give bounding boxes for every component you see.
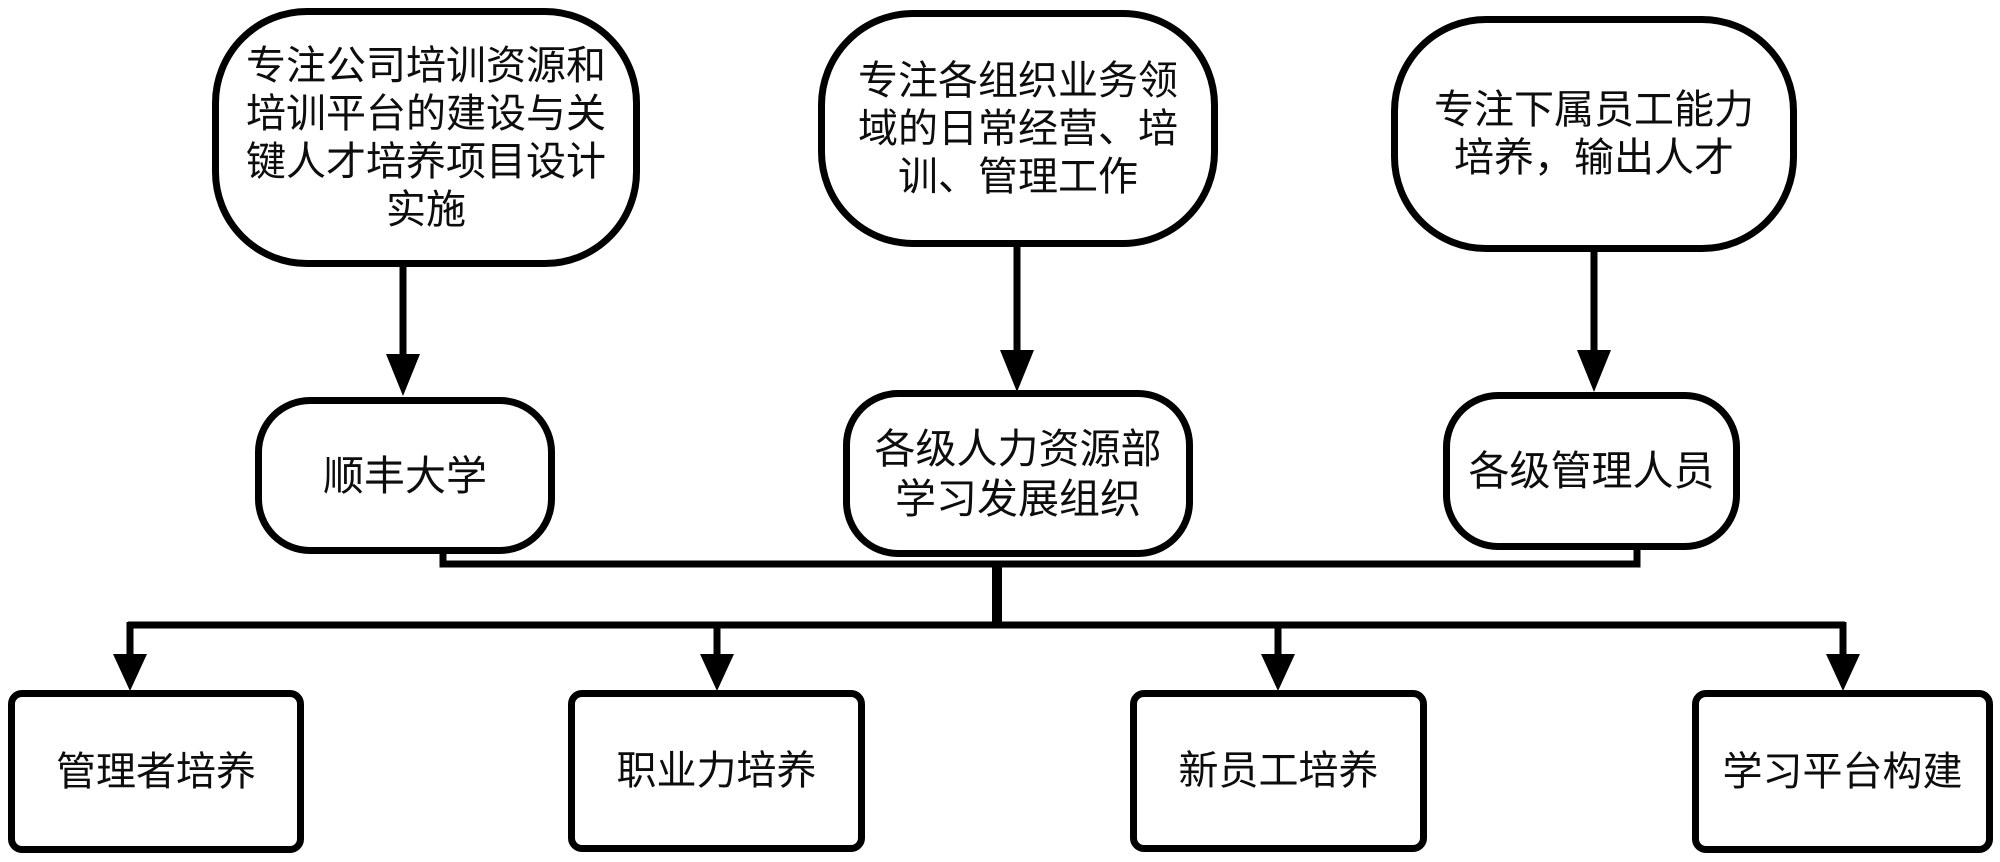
node-label: 专注公司培训资源和 培训平台的建设与关 键人才培养项目设计 实施 bbox=[246, 43, 606, 232]
node-label: 职业力培养 bbox=[616, 749, 817, 793]
node-role-sf-university: 专注公司培训资源和 培训平台的建设与关 键人才培养项目设计 实施 bbox=[212, 8, 640, 267]
arrowhead-down-icon bbox=[1261, 654, 1295, 691]
node-label: 各级管理人员 bbox=[1468, 448, 1715, 494]
node-hr-learning-development: 各级人力资源部 学习发展组织 bbox=[843, 390, 1193, 557]
arrowhead-down-icon bbox=[386, 354, 420, 396]
connector-middle-bus bbox=[439, 548, 1641, 628]
node-role-managers: 专注下属员工能力 培养，输出人才 bbox=[1391, 16, 1797, 252]
node-label: 管理者培养 bbox=[56, 749, 256, 794]
connector-bus-b3 bbox=[1261, 622, 1295, 691]
connector-bus-b4 bbox=[1826, 622, 1860, 691]
connector-bus-b1 bbox=[113, 622, 147, 691]
arrowhead-down-icon bbox=[1826, 654, 1860, 691]
connector-t1-m1 bbox=[386, 261, 420, 396]
node-management-staff: 各级管理人员 bbox=[1443, 392, 1740, 550]
node-role-hr-departments: 专注各组织业务领 域的日常经营、培 训、管理工作 bbox=[818, 10, 1218, 247]
arrowhead-down-icon bbox=[113, 654, 147, 691]
node-learning-platform: 学习平台构建 bbox=[1692, 690, 1993, 853]
connector-bus-b2 bbox=[700, 622, 734, 691]
arrowhead-down-icon bbox=[1577, 350, 1611, 392]
node-manager-training: 管理者培养 bbox=[8, 690, 304, 853]
node-label: 专注下属员工能力 培养，输出人才 bbox=[1434, 88, 1754, 180]
connector-t2-m2 bbox=[1000, 242, 1034, 392]
node-label: 各级人力资源部 学习发展组织 bbox=[874, 425, 1162, 522]
arrowhead-down-icon bbox=[700, 654, 734, 691]
node-label: 新员工培养 bbox=[1178, 749, 1379, 793]
node-label: 顺丰大学 bbox=[323, 452, 487, 499]
node-sf-university: 顺丰大学 bbox=[255, 397, 555, 554]
node-new-employee-training: 新员工培养 bbox=[1130, 690, 1427, 852]
arrowhead-down-icon bbox=[1000, 350, 1034, 392]
node-label: 专注各组织业务领 域的日常经营、培 训、管理工作 bbox=[858, 58, 1178, 199]
node-professional-training: 职业力培养 bbox=[568, 690, 865, 852]
connector-t3-m3 bbox=[1577, 247, 1611, 392]
node-label: 学习平台构建 bbox=[1722, 749, 1963, 794]
